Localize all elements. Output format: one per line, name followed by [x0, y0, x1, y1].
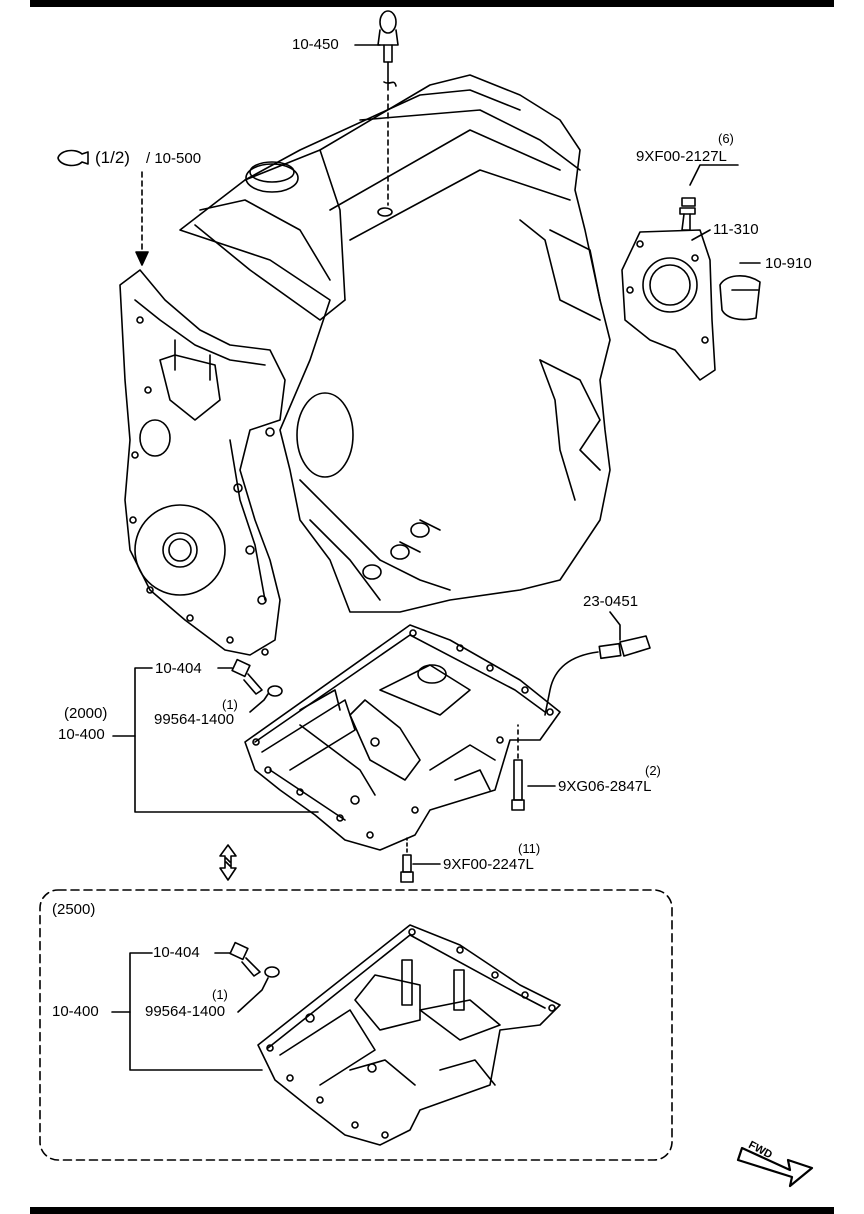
label-oil-seal: 10-910 [765, 255, 812, 272]
interchange-arrow-icon [219, 844, 237, 881]
label-oil-pan-2000: 10-400 [58, 726, 105, 743]
label-rear-seal-cover: 11-310 [713, 221, 759, 238]
oil-pan-2000-drawing [244, 624, 561, 851]
dipstick-drawing [377, 10, 399, 206]
label-level-sensor: 23-0451 [583, 593, 639, 610]
leader-lines-lower [111, 952, 269, 1071]
reference-pointer-icon [57, 149, 89, 167]
label-gasket-2000: 99564-1400 [154, 711, 235, 728]
label-rear-bolt-qty: (6) [718, 131, 734, 146]
label-oil-pan-2500: 10-400 [52, 1003, 99, 1020]
label-drain-plug-2000: 10-404 [155, 660, 202, 677]
label-pan-bolt-qty: (11) [518, 841, 541, 856]
rear-bolt-drawing [681, 197, 696, 207]
fwd-arrow-icon [736, 1146, 814, 1188]
leader-lines-upper [112, 44, 761, 865]
label-reference-part: / 10-500 [146, 150, 202, 167]
reference-arrowhead [135, 251, 149, 266]
label-pan-bolt: 9XF00-2247L [443, 856, 534, 873]
label-dipstick: 10-450 [292, 36, 339, 53]
label-drain-plug-2500: 10-404 [153, 944, 200, 961]
top-border-rule [30, 0, 834, 7]
variant-2500-box [39, 889, 673, 1161]
bottom-border-rule [30, 1207, 834, 1214]
label-stud-qty: (2) [645, 763, 661, 778]
label-variant-2500: (2500) [52, 901, 96, 918]
label-gasket-qty-2000: (1) [222, 697, 238, 712]
oil-level-sensor-drawing [544, 635, 651, 716]
rear-seal-cover-drawing [621, 207, 761, 381]
drain-plug-2000-drawing [231, 658, 283, 697]
timing-cover-drawing [119, 269, 286, 656]
label-rear-bolt: 9XF00-2127L [636, 148, 727, 165]
label-reference-page: (1/2) [95, 148, 130, 167]
label-gasket-2500: 99564-1400 [145, 1003, 226, 1020]
label-variant-2000: (2000) [64, 705, 108, 722]
pan-bolt-drawing [400, 837, 414, 883]
label-stud-bolt: 9XG06-2847L [558, 778, 652, 795]
oil-pan-2500-drawing [257, 924, 561, 1146]
label-gasket-qty-2500: (1) [212, 987, 228, 1002]
stud-bolt-drawing [511, 724, 525, 811]
drain-plug-2500-drawing [229, 941, 280, 978]
engine-block-drawing [179, 74, 611, 613]
